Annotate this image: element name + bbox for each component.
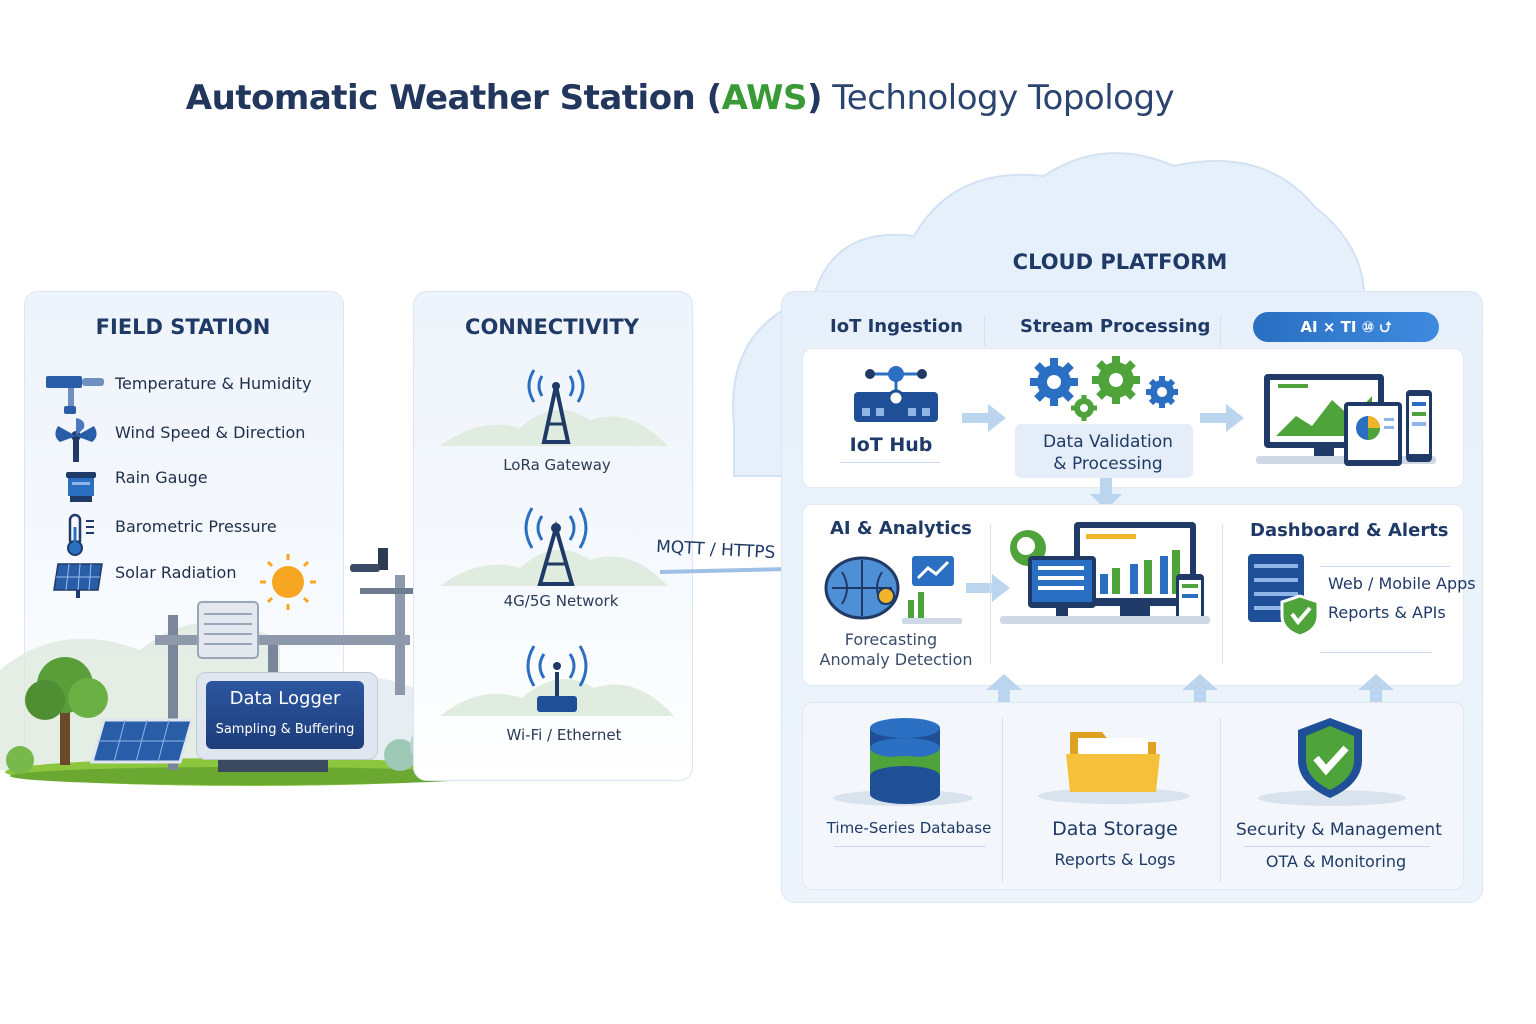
wifi-router-icon bbox=[440, 645, 674, 716]
conn-label-cellular: 4G/5G Network bbox=[503, 592, 619, 610]
validation-line2: & Processing bbox=[1053, 454, 1163, 474]
divider bbox=[1220, 718, 1221, 882]
cell-tower-icon bbox=[440, 507, 668, 586]
anemometer-icon bbox=[55, 418, 97, 462]
tab-divider bbox=[1220, 316, 1221, 346]
data-logger-subtitle: Sampling & Buffering bbox=[215, 722, 355, 737]
ai-line2: Anomaly Detection bbox=[819, 650, 973, 669]
database-icon bbox=[833, 718, 973, 806]
tab-iot-ingestion: IoT Ingestion bbox=[830, 316, 963, 337]
iot-hub-label: IoT Hub bbox=[849, 434, 933, 456]
ai-line1: Forecasting bbox=[844, 630, 938, 649]
ai-badge-label: AI × TI ⑩ ⮍ bbox=[1300, 318, 1392, 336]
sun-icon bbox=[260, 554, 316, 610]
conn-label-wifi: Wi-Fi / Ethernet bbox=[506, 726, 622, 744]
flow-arrow bbox=[1200, 404, 1244, 432]
divider bbox=[1222, 524, 1223, 664]
page-title: Automatic Weather Station (AWS) Technolo… bbox=[185, 78, 1175, 118]
brain-icon bbox=[824, 556, 962, 624]
security-sub: OTA & Monitoring bbox=[1265, 852, 1407, 871]
divider bbox=[1244, 846, 1430, 847]
data-logger-title: Data Logger bbox=[229, 688, 341, 709]
validation-line1: Data Validation bbox=[1043, 432, 1173, 452]
conn-label-lora: LoRa Gateway bbox=[503, 456, 611, 474]
flow-arrow bbox=[966, 574, 1010, 602]
storage-title: Data Storage bbox=[1052, 818, 1178, 840]
sensor-label: Solar Radiation bbox=[115, 563, 237, 582]
divider bbox=[840, 462, 940, 463]
security-title: Security & Management bbox=[1236, 820, 1442, 840]
cloud-platform-title: CLOUD PLATFORM bbox=[1012, 250, 1228, 274]
solar-panel-icon bbox=[53, 563, 103, 598]
storage-sub: Reports & Logs bbox=[1054, 850, 1176, 869]
thermometer-icon bbox=[67, 513, 94, 556]
tab-divider bbox=[984, 316, 985, 346]
divider bbox=[1320, 566, 1450, 567]
tab-stream-processing: Stream Processing bbox=[1020, 316, 1211, 337]
flow-arrow bbox=[962, 404, 1006, 432]
field-station-title: FIELD STATION bbox=[95, 315, 271, 339]
flow-arrow-down bbox=[1090, 478, 1122, 510]
sensor-label: Temperature & Humidity bbox=[115, 374, 312, 393]
ai-badge bbox=[1253, 312, 1439, 342]
folder-icon bbox=[1038, 732, 1190, 804]
radio-tower-icon bbox=[440, 369, 668, 446]
dashboard-line2: Reports & APIs bbox=[1328, 603, 1446, 622]
sensor-label: Wind Speed & Direction bbox=[115, 423, 306, 442]
validation-box bbox=[1015, 424, 1193, 478]
monitor-devices-icon bbox=[1256, 374, 1436, 466]
connectivity-title: CONNECTIVITY bbox=[465, 315, 639, 339]
divider bbox=[1320, 652, 1432, 653]
sensor-label: Rain Gauge bbox=[115, 468, 208, 487]
data-logger-screen bbox=[206, 681, 364, 749]
iot-hub-icon bbox=[854, 366, 938, 422]
thermo-hygro-icon bbox=[46, 376, 104, 414]
divider bbox=[1002, 718, 1003, 882]
sensor-label: Barometric Pressure bbox=[115, 517, 277, 536]
security-shield-icon bbox=[1258, 718, 1406, 806]
dashboard-line1: Web / Mobile Apps bbox=[1328, 574, 1476, 593]
divider bbox=[834, 846, 986, 847]
server-shield-icon bbox=[1248, 554, 1320, 638]
gears-icon bbox=[1030, 356, 1178, 421]
ai-analytics-title: AI & Analytics bbox=[830, 518, 972, 539]
dashboard-screens-icon bbox=[1000, 522, 1210, 624]
rain-gauge-icon bbox=[66, 472, 96, 502]
dashboard-title: Dashboard & Alerts bbox=[1250, 520, 1449, 541]
divider bbox=[990, 524, 991, 664]
tsdb-label: Time-Series Database bbox=[826, 819, 992, 837]
